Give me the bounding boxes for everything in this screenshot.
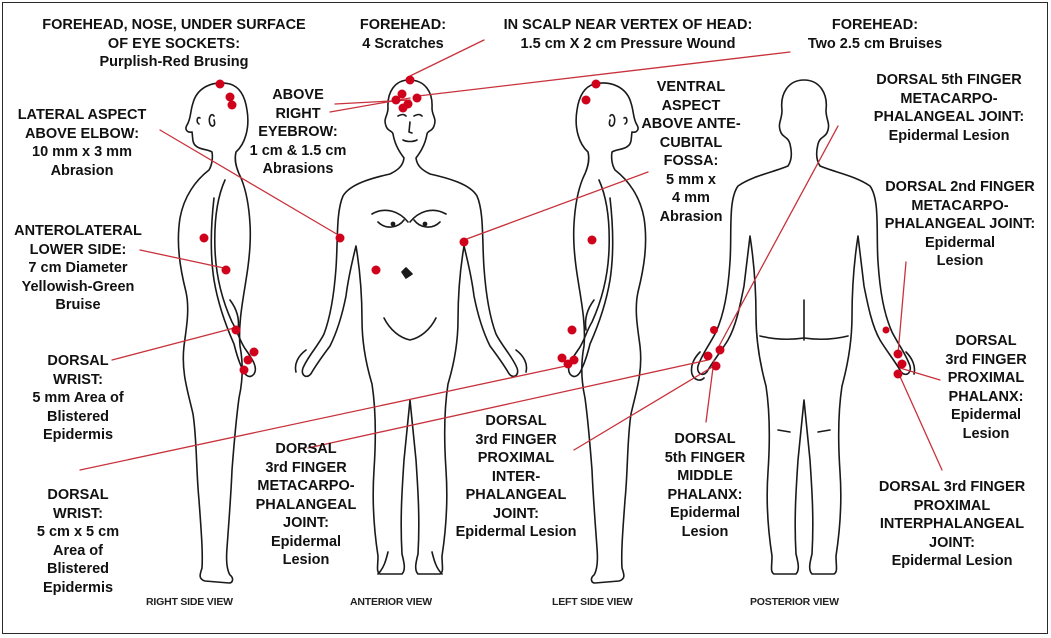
label-above-eyebrow: ABOVE RIGHT EYEBROW: 1 cm & 1.5 cm Abras… [232, 86, 364, 179]
label-dorsal-3rd-prox-phalanx: DORSAL 3rd FINGER PROXIMAL PHALANX: Epid… [932, 332, 1040, 443]
label-forehead-nose: FOREHEAD, NOSE, UNDER SURFACE OF EYE SOC… [14, 16, 334, 72]
label-dorsal-3rd-mcp: DORSAL 3rd FINGER METACARPO- PHALANGEAL … [240, 440, 372, 570]
injury-dot [592, 80, 601, 89]
injury-dot [392, 96, 401, 105]
injury-dot [883, 327, 890, 334]
label-forehead-bruises: FOREHEAD: Two 2.5 cm Bruises [790, 16, 960, 53]
caption-left-side-view: LEFT SIDE VIEW [552, 596, 633, 608]
label-dorsal-5th-middle: DORSAL 5th FINGER MIDDLE PHALANX: Epider… [650, 430, 760, 541]
label-dorsal-wrist-5mm: DORSAL WRIST: 5 mm Area of Blistered Epi… [14, 352, 142, 445]
injury-dot [413, 94, 422, 103]
label-dorsal-3rd-prox-interphalangeal: DORSAL 3rd FINGER PROXIMAL INTERPHALANGE… [862, 478, 1042, 571]
caption-anterior-view: ANTERIOR VIEW [350, 596, 432, 608]
injury-dot [336, 234, 345, 243]
leader-lines [80, 40, 942, 470]
label-dorsal-3rd-pip: DORSAL 3rd FINGER PROXIMAL INTER- PHALAN… [442, 412, 590, 542]
injury-dot [712, 362, 721, 371]
label-dorsal-2nd-mcp: DORSAL 2nd FINGER METACARPO- PHALANGEAL … [874, 178, 1046, 271]
injury-dot [894, 370, 903, 379]
injury-dot [232, 326, 241, 335]
injury-dot [710, 326, 718, 334]
injury-dot [570, 356, 579, 365]
injury-dot [240, 366, 249, 375]
caption-posterior-view: POSTERIOR VIEW [750, 596, 839, 608]
label-ventral-aspect: VENTRAL ASPECT ABOVE ANTE- CUBITAL FOSSA… [636, 78, 746, 226]
injury-dot [582, 96, 591, 105]
label-scalp-vertex: IN SCALP NEAR VERTEX OF HEAD: 1.5 cm X 2… [478, 16, 778, 53]
label-anterolateral: ANTEROLATERAL LOWER SIDE: 7 cm Diameter … [8, 222, 148, 315]
injury-dot [399, 104, 408, 113]
injury-dot [216, 80, 225, 89]
caption-right-side-view: RIGHT SIDE VIEW [146, 596, 233, 608]
injury-dot [898, 360, 907, 369]
hands [295, 350, 914, 380]
injury-dot [222, 266, 231, 275]
injury-dot [716, 346, 725, 355]
injury-dot [704, 352, 713, 361]
injury-dot [568, 326, 577, 335]
label-lateral-elbow: LATERAL ASPECT ABOVE ELBOW: 10 mm x 3 mm… [12, 106, 152, 180]
label-dorsal-wrist-5cm: DORSAL WRIST: 5 cm x 5 cm Area of Bliste… [14, 486, 142, 597]
injury-dot [250, 348, 259, 357]
injury-dot [244, 356, 253, 365]
label-dorsal-5th-mcp: DORSAL 5th FINGER METACARPO- PHALANGEAL … [858, 71, 1040, 145]
injury-dot [460, 238, 469, 247]
label-forehead-scratches: FOREHEAD: 4 Scratches [340, 16, 466, 53]
injury-dot [894, 350, 903, 359]
injury-dot [588, 236, 597, 245]
injury-dot [406, 76, 415, 85]
injury-dot [200, 234, 209, 243]
injury-dot [372, 266, 381, 275]
